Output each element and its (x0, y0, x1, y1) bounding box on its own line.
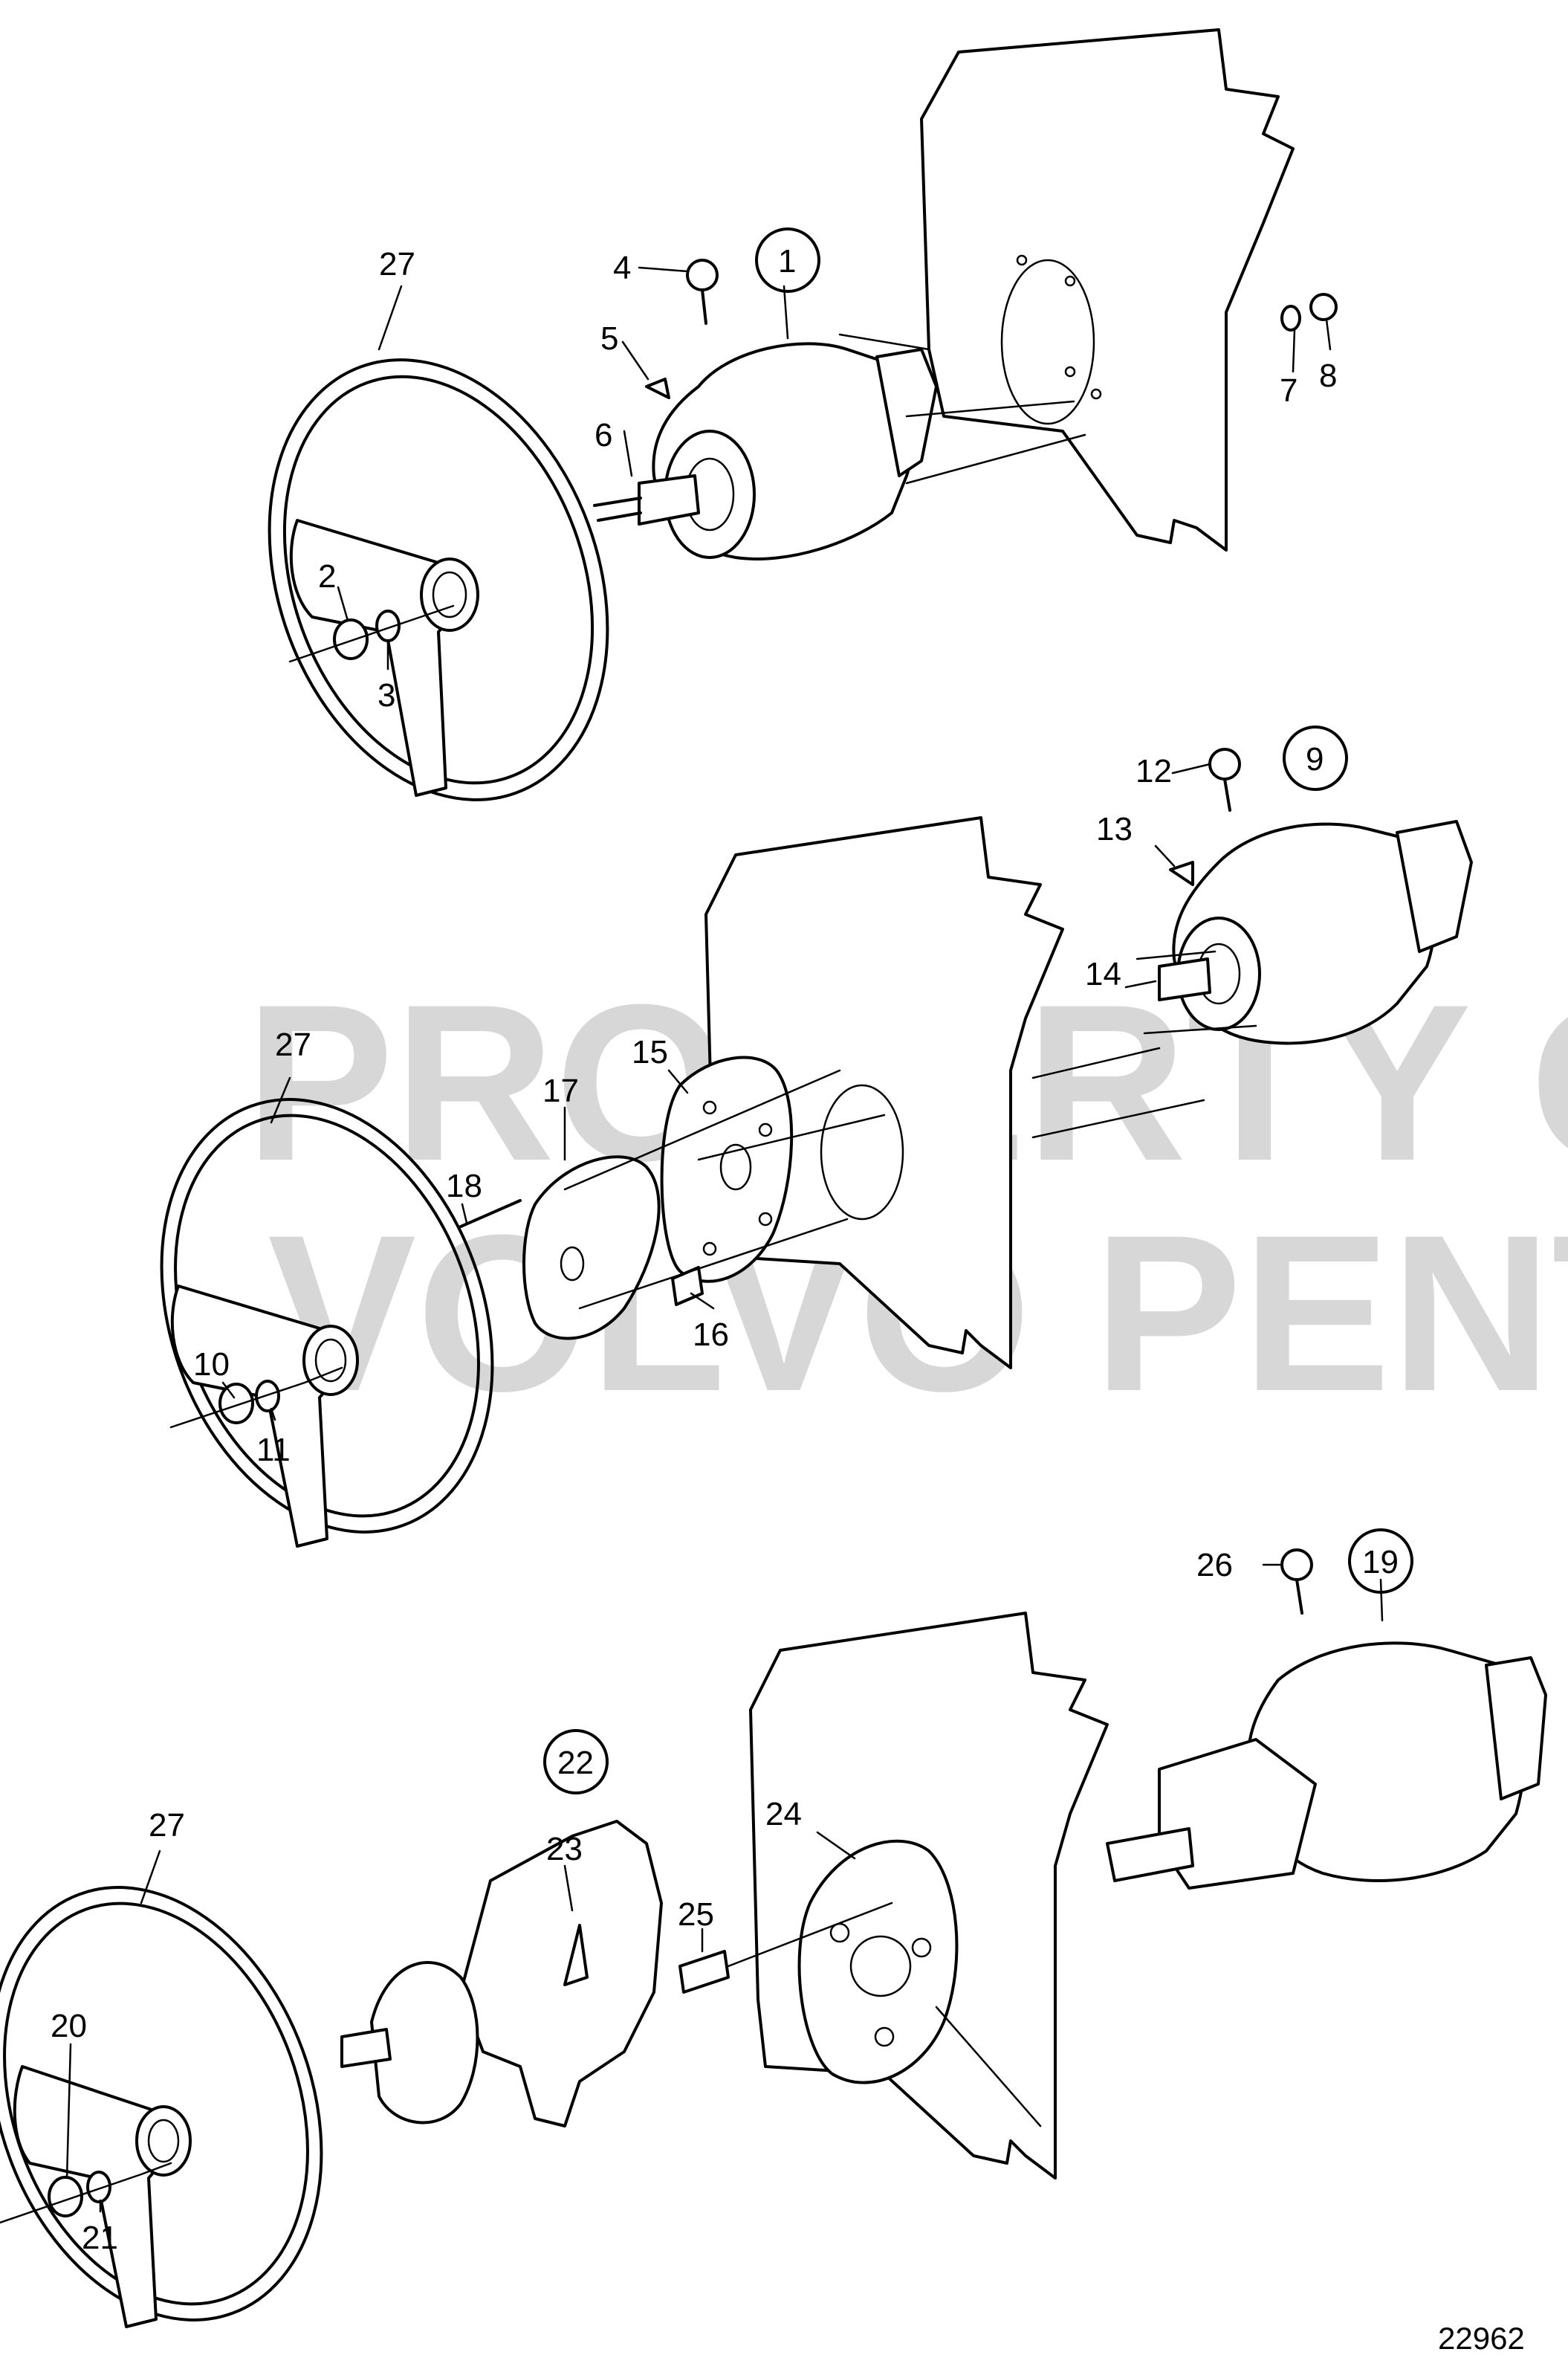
callout-27: 27 (149, 1807, 185, 1844)
screw-12 (1208, 748, 1241, 781)
callout-15: 15 (632, 1034, 668, 1070)
nut-10 (218, 1383, 254, 1424)
nut-2 (333, 618, 369, 660)
callout-26: 26 (1196, 1547, 1233, 1583)
screw-4 (686, 259, 719, 291)
washer-7 (1280, 305, 1301, 332)
callout-19: 19 (1362, 1544, 1399, 1580)
callout-25: 25 (678, 1896, 714, 1933)
callout-6: 6 (595, 417, 612, 453)
nut-20 (48, 2176, 83, 2217)
assembly-middle (160, 748, 1473, 1548)
shaft-top (638, 474, 700, 526)
callout-20: 20 (51, 2008, 87, 2044)
panel-mount-hole (1000, 259, 1095, 425)
callout-circle-22 (543, 1729, 609, 1794)
callout-9: 9 (1306, 741, 1324, 778)
callout-11: 11 (256, 1432, 291, 1468)
callout-13: 13 (1096, 811, 1133, 847)
assembly-top (268, 28, 1338, 801)
nut-8 (1309, 293, 1338, 321)
callout-22: 22 (557, 1745, 594, 1781)
steering-wheel-top (268, 358, 609, 801)
callout-23: 23 (546, 1831, 583, 1867)
callout-5: 5 (600, 320, 618, 357)
callout-21: 21 (82, 2220, 118, 2256)
key-13 (1169, 861, 1194, 886)
callout-8: 8 (1319, 358, 1337, 394)
mount-flange-24 (797, 1839, 959, 2084)
callout-3: 3 (378, 677, 395, 714)
callout-2: 2 (318, 558, 336, 595)
callout-27: 27 (379, 246, 415, 282)
reference-number: 22962 (1438, 2321, 1525, 2356)
callout-labels: 27 4 1 5 6 7 8 2 3 12 9 13 14 27 15 17 1… (51, 227, 1413, 2256)
steering-wheel-bottom (0, 1886, 323, 2328)
tilt-mechanism-23 (459, 1820, 663, 2127)
callout-18: 18 (446, 1168, 482, 1204)
key-5 (645, 378, 670, 399)
assembly-bottom (0, 1548, 1547, 2328)
callout-circle-19 (1348, 1528, 1413, 1594)
callout-circle-1 (755, 227, 820, 293)
callout-7: 7 (1280, 372, 1298, 409)
bolt-25 (678, 1950, 730, 1994)
callout-16: 16 (693, 1316, 729, 1353)
callout-circle-9 (1283, 726, 1348, 791)
callout-14: 14 (1085, 956, 1121, 992)
callout-4: 4 (613, 250, 631, 286)
adapter-plate-15 (660, 1056, 794, 1283)
washer-11 (255, 1380, 280, 1412)
dashboard-panel-top (920, 28, 1295, 552)
callout-1: 1 (778, 243, 796, 280)
screw-26 (1280, 1548, 1313, 1581)
callout-27: 27 (275, 1027, 311, 1063)
washer-21 (86, 2171, 111, 2203)
callout-12: 12 (1135, 753, 1172, 789)
callout-17: 17 (542, 1073, 579, 1109)
callout-10: 10 (193, 1346, 230, 1383)
callout-24: 24 (765, 1796, 802, 1832)
washer-3 (375, 610, 401, 642)
